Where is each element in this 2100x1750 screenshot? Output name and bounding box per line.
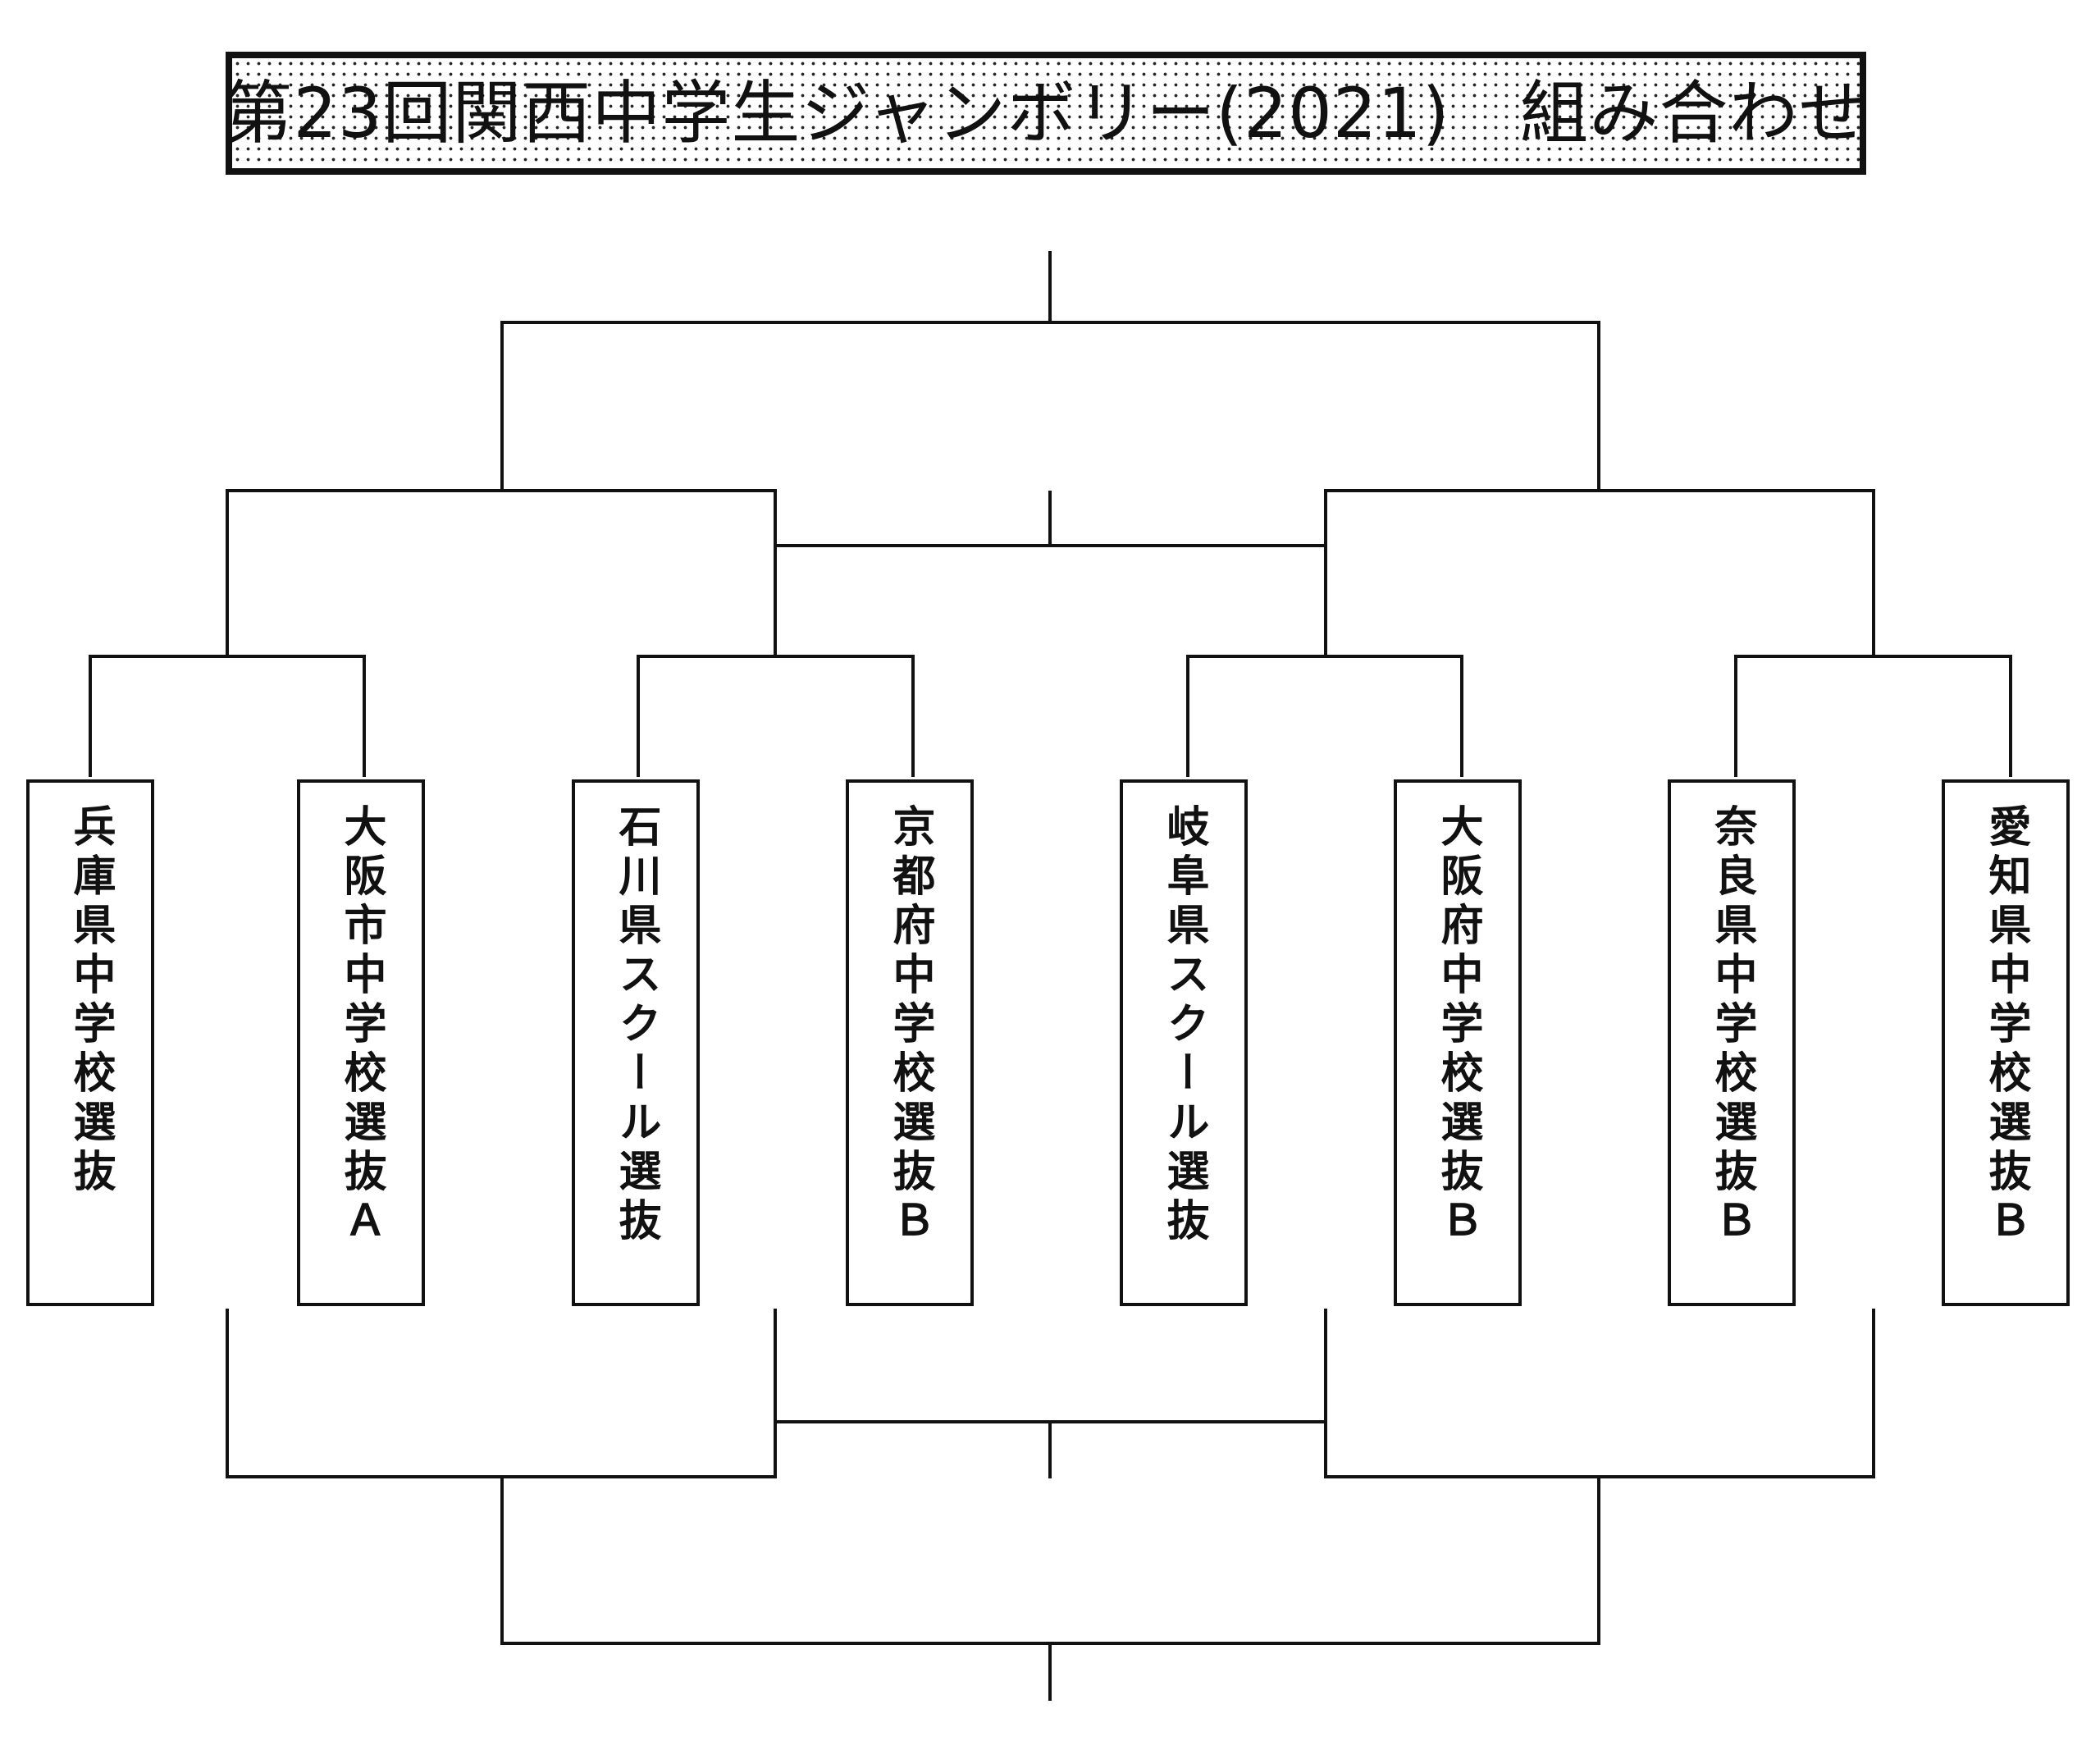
page-title: 第23回関西中学生ジャンボリー(2021) 組み合わせ — [223, 73, 1869, 153]
team-slot-5: 岐阜県スクール選抜 — [1120, 779, 1248, 1306]
team-name: 石川県スクール選抜 — [611, 804, 660, 1247]
team-name: 京都府中学校選抜Ｂ — [885, 804, 934, 1247]
bracket-line-top-r1-pair4 — [1734, 655, 2012, 777]
team-slot-7: 奈良県中学校選抜Ｂ — [1668, 779, 1796, 1306]
team-name: 奈良県中学校選抜Ｂ — [1707, 804, 1756, 1247]
bracket-line-bottom-semi-left — [226, 1309, 777, 1478]
team-slot-2: 大阪市中学校選抜Ａ — [297, 779, 425, 1306]
bracket-line-top-semi-left — [226, 489, 777, 658]
team-name: 大阪市中学校選抜Ａ — [336, 804, 386, 1247]
team-slot-8: 愛知県中学校選抜Ｂ — [1942, 779, 2070, 1306]
team-slot-1: 兵庫県中学校選抜 — [26, 779, 154, 1306]
team-name: 兵庫県中学校選抜 — [66, 804, 115, 1198]
bracket-line-top-final — [500, 321, 1600, 492]
bracket-line-top-r1-pair3 — [1186, 655, 1463, 777]
team-name: 愛知県中学校選抜Ｂ — [1981, 804, 2030, 1247]
title-banner: 第23回関西中学生ジャンボリー(2021) 組み合わせ — [223, 52, 1869, 175]
team-name: 大阪府中学校選抜Ｂ — [1433, 804, 1482, 1247]
bracket-line-top-r1-pair1 — [89, 655, 366, 777]
bracket-line-bottom-final — [500, 1475, 1600, 1645]
bracket-line-top-semi-right — [1324, 489, 1875, 658]
team-slot-6: 大阪府中学校選抜Ｂ — [1394, 779, 1522, 1306]
team-slot-4: 京都府中学校選抜Ｂ — [846, 779, 974, 1306]
bracket-line-top-r1-pair2 — [637, 655, 915, 777]
team-name: 岐阜県スクール選抜 — [1159, 804, 1208, 1247]
bracket-line-bottom-semi-right — [1324, 1309, 1875, 1478]
team-slot-3: 石川県スクール選抜 — [572, 779, 700, 1306]
